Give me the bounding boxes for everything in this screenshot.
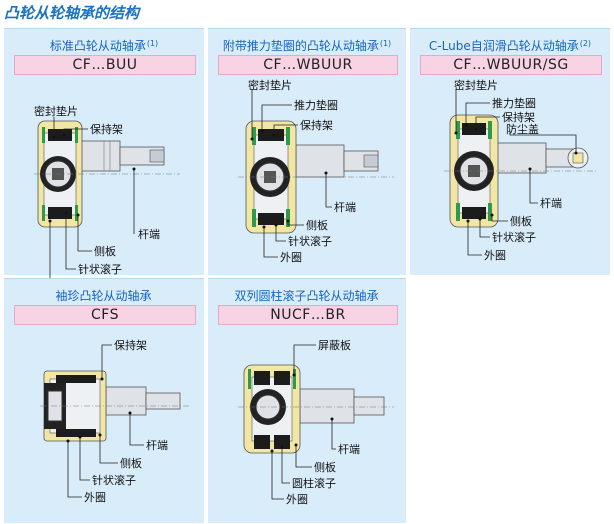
label-outer-ring: 外圈 [286, 493, 308, 506]
panel-cf-buu: 标准凸轮从动轴承(1) CF…BUU [4, 28, 204, 293]
label-cage: 保持架 [114, 338, 147, 352]
label-shield: 屏蔽板 [318, 338, 351, 352]
panel-title: C-Lube自润滑凸轮从动轴承(2) [428, 39, 592, 53]
bearing-diagram: 密封垫片 保持架 杆端 侧板 针状滚子 外圈 [34, 104, 180, 293]
thrust-washers [252, 127, 290, 227]
stud-shaft [295, 144, 379, 178]
needle-rollers [56, 375, 96, 437]
label-cage: 保持架 [502, 110, 535, 124]
label-seal: 密封垫片 [454, 78, 498, 92]
panel-title: 双列圆柱滚子凸轮从动轴承 [234, 289, 379, 303]
needle-rollers [258, 129, 284, 225]
panel-cf-wbuur: 附带推力垫圈的凸轮从动轴承(1) CF…WBUUR [208, 28, 406, 275]
label-side-plate: 侧板 [314, 460, 336, 474]
label-outer-ring: 外圈 [84, 491, 106, 504]
panel-nucf-br: 双列圆柱滚子凸轮从动轴承 NUCF…BR [208, 278, 406, 523]
label-stud: 杆端 [338, 442, 360, 456]
panel-cf-wbuur-sg: C-Lube自润滑凸轮从动轴承(2) CF…WBUUR/SG [410, 28, 610, 275]
label-cage: 保持架 [90, 122, 123, 136]
stud-shaft [299, 388, 385, 424]
model-box: CF…WBUUR/SG [420, 55, 602, 75]
label-stud: 杆端 [540, 196, 562, 210]
label-outer-ring: 外圈 [280, 251, 302, 264]
label-stud: 杆端 [334, 200, 356, 214]
label-side-plate: 侧板 [510, 214, 532, 228]
label-side-plate: 侧板 [306, 218, 328, 232]
cylindrical-rollers [254, 371, 290, 449]
panel-title: 袖珍凸轮从动轴承 [55, 289, 152, 303]
label-needle-roller: 针状滚子 [92, 473, 136, 487]
page-title: 凸轮从轮轴承的结构 [4, 4, 140, 22]
stud-shaft [61, 140, 165, 172]
label-needle-roller: 针状滚子 [78, 262, 122, 276]
shields [248, 369, 296, 389]
panel-title: 标准凸轮从动轴承(1) [49, 39, 159, 53]
panel-title: 附带推力垫圈的凸轮从动轴承(1) [222, 39, 392, 53]
thrust-washers [456, 121, 492, 221]
bearing-diagram: 密封垫片 推力垫圈 保持架 防尘盖 杆端 侧板 针状滚子 外圈 [444, 78, 598, 262]
label-dust-cover: 防尘盖 [506, 122, 539, 136]
model-box: NUCF…BR [218, 305, 398, 325]
label-side-plate: 侧板 [120, 456, 142, 470]
stud-shaft [105, 386, 181, 416]
label-thrust-washer: 推力垫圈 [294, 98, 338, 112]
label-needle-roller: 针状滚子 [288, 234, 332, 248]
panel-cfs: 袖珍凸轮从动轴承 CFS 保持架 杆端 侧板 针状滚子 外圈 [4, 278, 204, 523]
label-cage: 保持架 [300, 118, 333, 132]
stud-shaft [495, 142, 589, 174]
label-needle-roller: 针状滚子 [492, 230, 536, 244]
bearing-diagram: 密封垫片 推力垫圈 保持架 杆端 侧板 针状滚子 外圈 [238, 78, 394, 264]
label-cylindrical-roller: 圆柱滚子 [292, 476, 336, 490]
bearing-diagram: 屏蔽板 杆端 侧板 圆柱滚子 外圈 [238, 338, 394, 506]
seals [42, 127, 78, 221]
label-thrust-washer: 推力垫圈 [492, 96, 536, 110]
label-side-plate: 侧板 [94, 244, 116, 258]
model-box: CF…WBUUR [218, 55, 398, 75]
model-box: CFS [14, 305, 196, 325]
label-stud: 杆端 [146, 438, 168, 452]
label-stud: 杆端 [138, 227, 160, 241]
stud-head [250, 157, 290, 197]
label-outer-ring: 外圈 [484, 249, 506, 262]
model-box: CF…BUU [14, 55, 196, 75]
label-seal: 密封垫片 [34, 104, 78, 118]
label-seal: 密封垫片 [248, 78, 292, 92]
bearing-diagram: 保持架 杆端 侧板 针状滚子 外圈 [40, 338, 190, 504]
needle-rollers [462, 123, 486, 219]
